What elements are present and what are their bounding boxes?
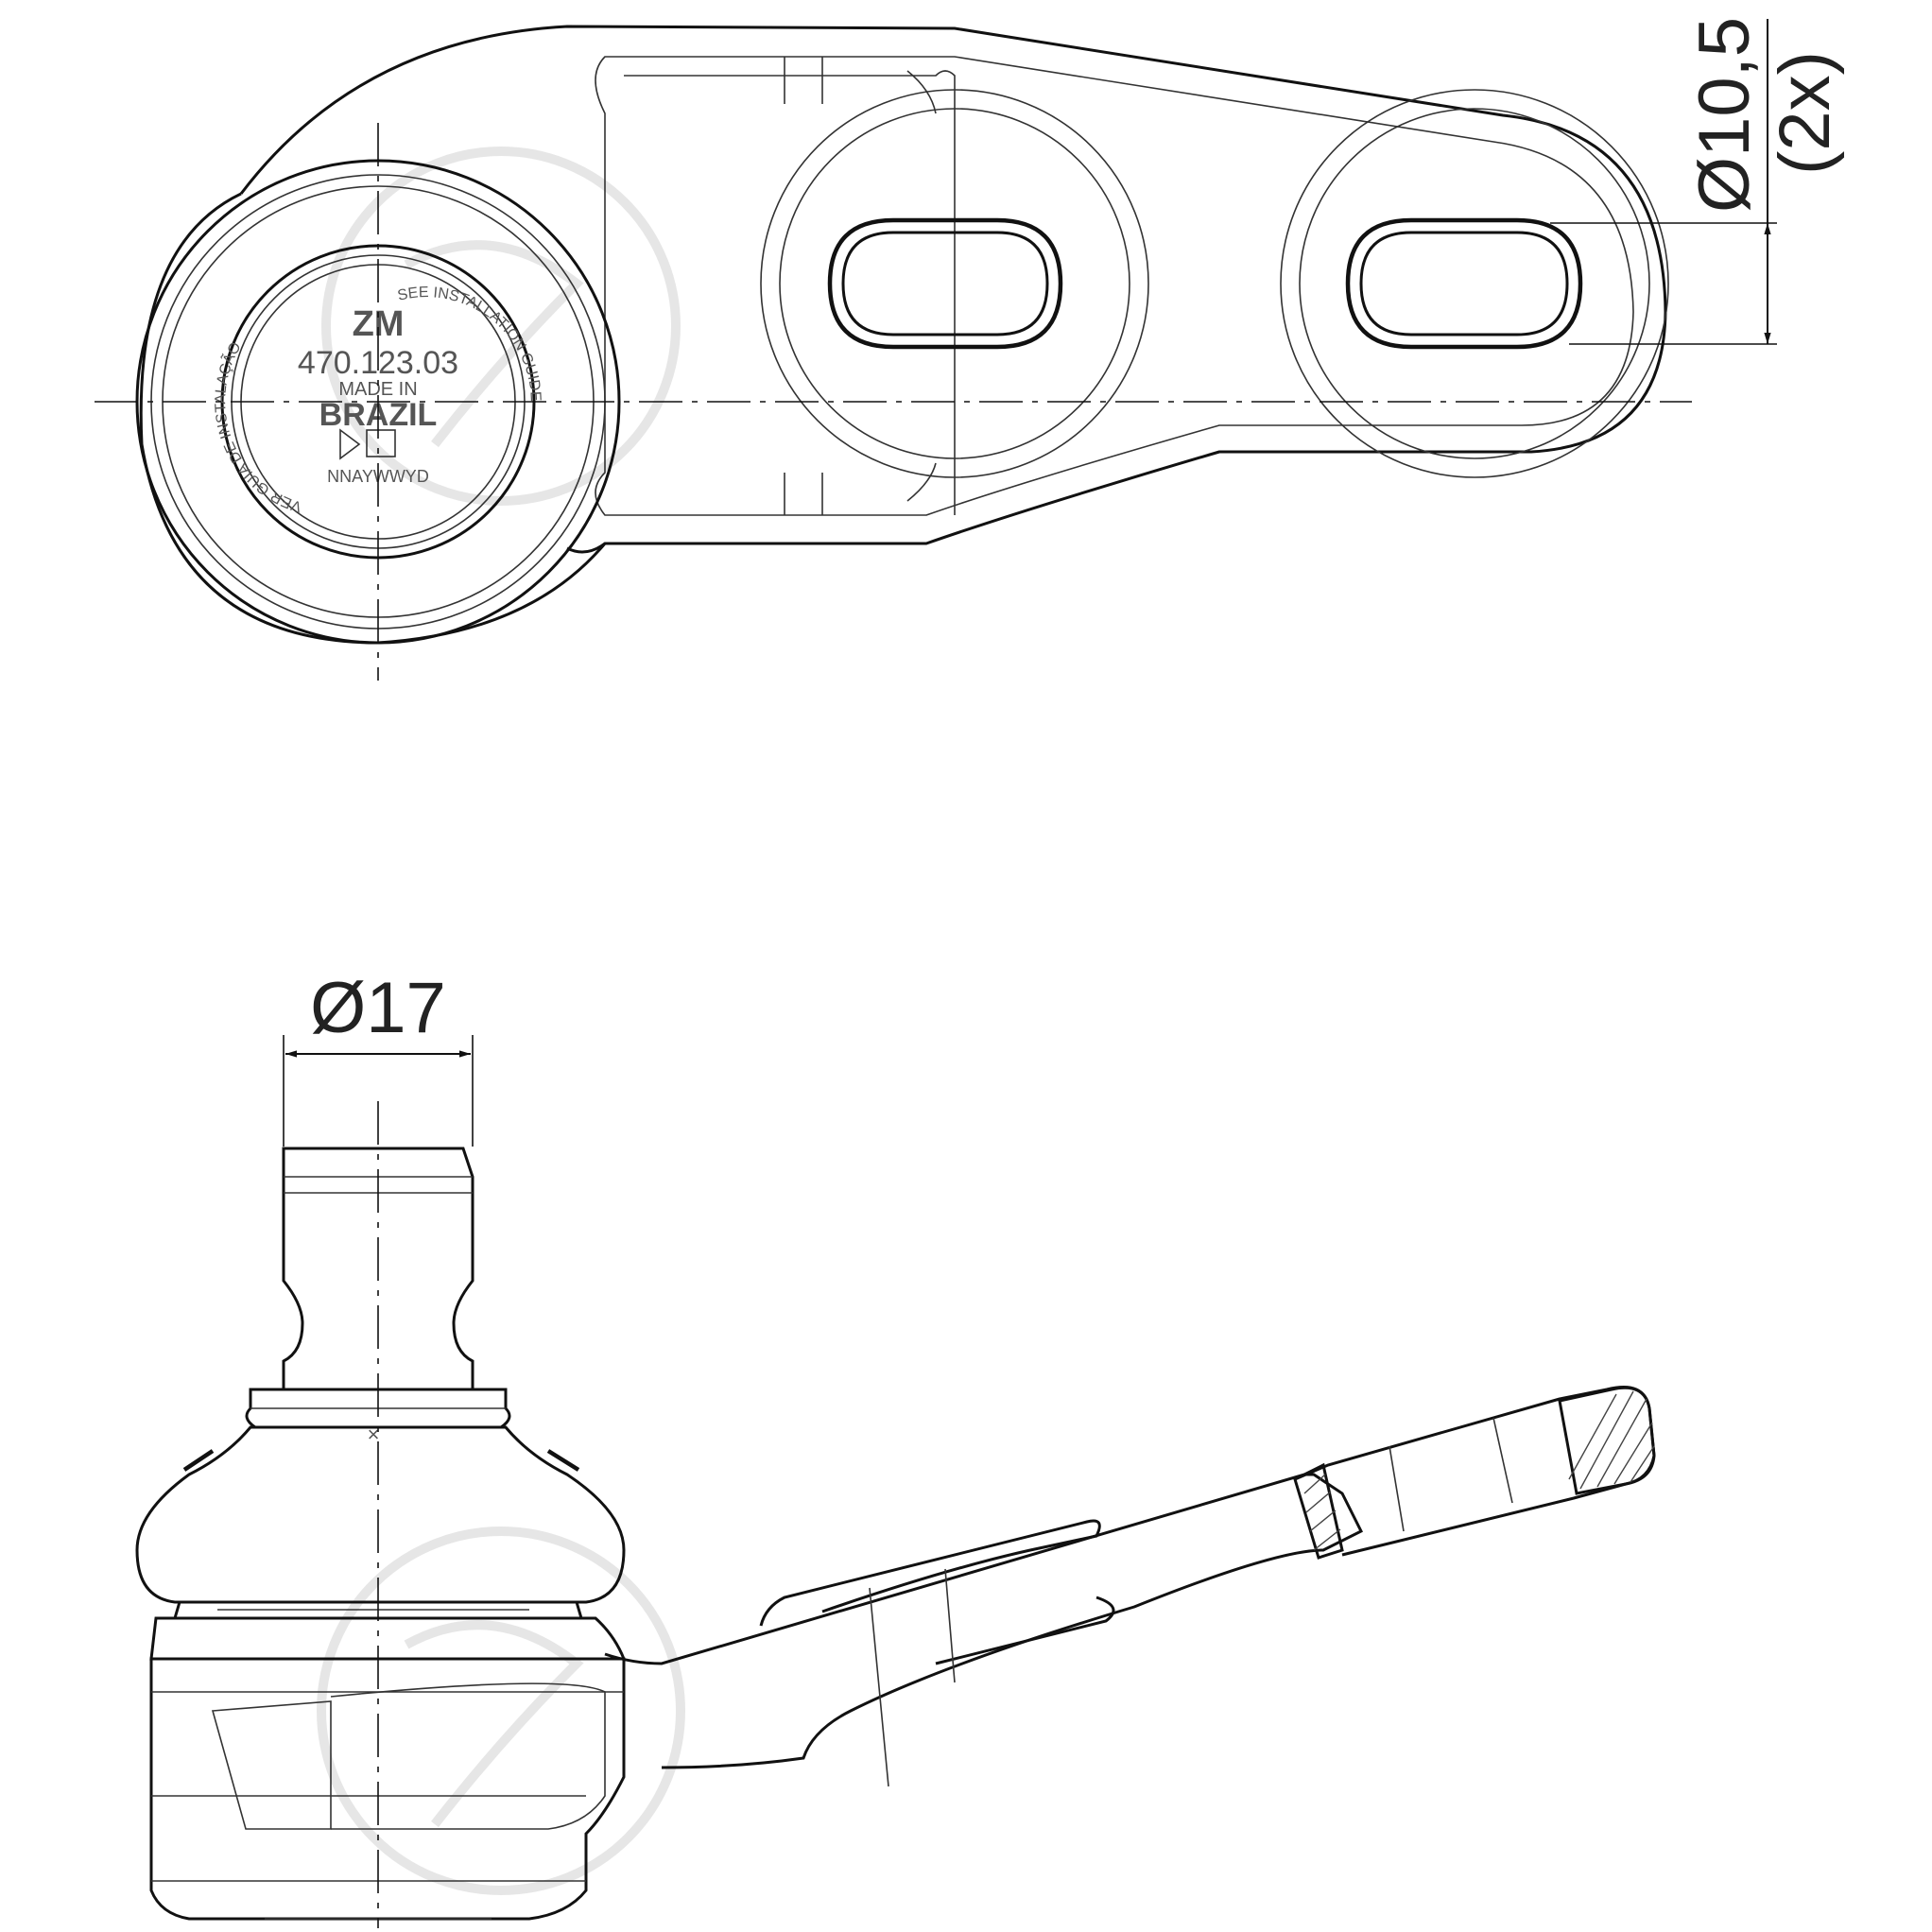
dust-boot [135,1425,626,1604]
svg-text:VER GUIA DE INSTALAÇÃO: VER GUIA DE INSTALAÇÃO [213,339,303,514]
play-arrow-icon [339,428,361,460]
ring-text-left: VER GUIA DE INSTALAÇÃO [213,339,303,514]
origin-line1: MADE IN [338,379,417,400]
box-icon [366,429,396,457]
svg-text:SEE INSTALLATION GUIDE: SEE INSTALLATION GUIDE [396,285,543,402]
hole-diameter-label: Ø10,5 [1684,17,1765,213]
arm-outline [239,25,1667,554]
svg-text:×: × [368,1423,380,1446]
watermark-logo-top [321,147,681,506]
mounting-slot-2 [1280,89,1669,478]
watermark-logo-bottom [317,1527,685,1895]
side-view: × [135,968,1656,1928]
top-view: ZM 470.123.03 MADE IN BRAZIL NNAYWWYD VE… [95,17,1845,681]
stud-diameter-label: Ø17 [310,968,446,1048]
hole-count-label: (2x) [1765,51,1845,175]
section-hatch-neck [1303,1474,1341,1551]
stud-dimension: Ø17 [283,968,474,1147]
section-hatch-end [1568,1390,1655,1490]
tie-rod-arm [604,1386,1656,1787]
ring-text-right: SEE INSTALLATION GUIDE [396,285,543,402]
ball-joint-housing-side [149,1616,627,1921]
mounting-slot-1 [760,89,1149,478]
hole-dimension: Ø10,5 (2x) [1550,17,1845,345]
